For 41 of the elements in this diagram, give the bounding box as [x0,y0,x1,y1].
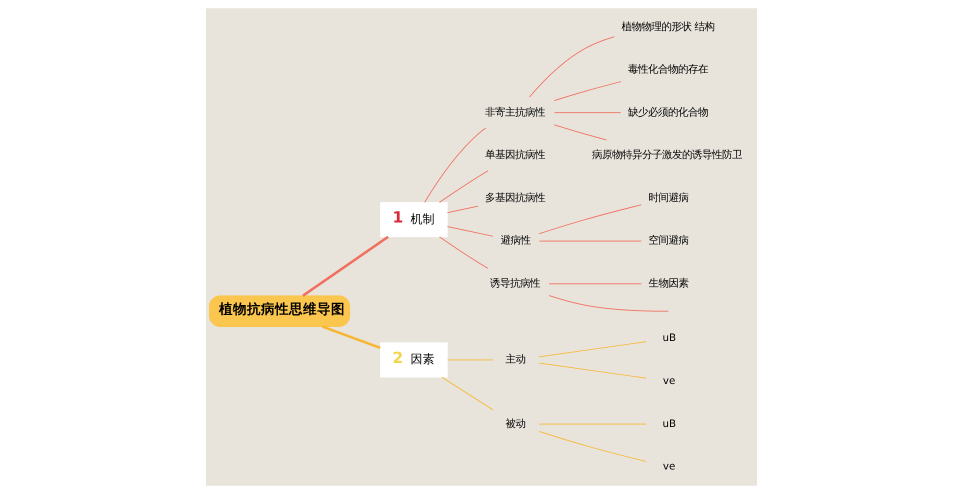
connector [548,283,642,284]
connector [322,325,381,350]
connector [441,376,494,410]
connector [446,206,478,214]
connector [548,295,669,312]
connector [424,128,486,203]
connector [528,36,615,98]
node-text: 毒性化合物的存在 [628,64,708,76]
connector [439,170,488,203]
node-text: uB [662,332,676,344]
connector [302,236,389,297]
connector [538,424,646,425]
node-box: 1 机制 [380,202,448,238]
node-text: 单基因抗病性 [484,149,545,162]
node-text: 被动 [505,418,526,430]
node-text: ve [662,460,676,473]
connector [538,431,646,462]
node-text: 生物因素 [648,277,688,290]
connector [439,236,488,269]
node-text: 非寄主抗病性 [484,106,545,118]
node-box: 2 因素 [380,342,448,378]
node-text: 时间避病 [648,192,688,204]
node-text: 避病性 [500,234,530,247]
node-box: 植物抗病性思维导图 [209,295,350,327]
node-text: 缺少必须的化合物 [628,106,708,118]
node-text: 病原物特异分子激发的诱导性防卫 [592,149,742,162]
node-text: 诱导抗病性 [490,277,540,290]
node-text: 植物物理的形状 结构 [621,20,715,33]
connector [538,341,646,358]
connector [446,226,494,237]
connector [538,240,642,242]
node-text: uB [662,418,676,430]
node-text: ve [662,374,676,387]
connector [538,204,642,234]
connector [554,81,622,101]
connector [554,124,608,140]
node-text: 多基因抗病性 [484,192,545,204]
node-text: 空间避病 [648,234,688,247]
connector [538,362,646,379]
node-text: 主动 [505,354,526,366]
connector [554,112,622,114]
